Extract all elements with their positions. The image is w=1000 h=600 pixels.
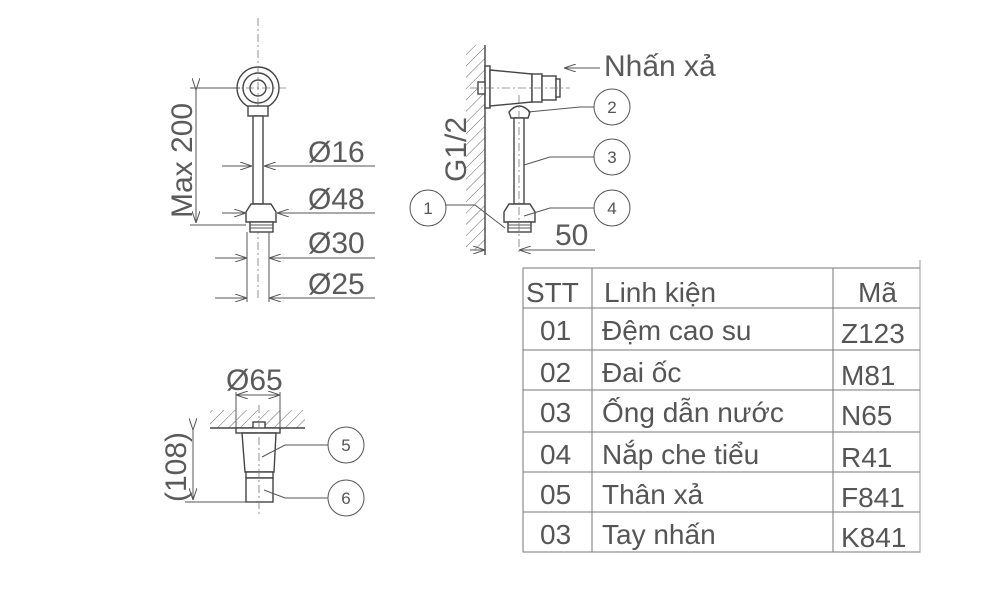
callout-5: 5 xyxy=(341,436,350,455)
row-stt: 03 xyxy=(540,397,571,428)
header-part: Linh kiện xyxy=(604,277,716,308)
dim-48: Ø48 xyxy=(308,183,365,216)
row-part: Đệm cao su xyxy=(602,315,751,346)
press-label: Nhấn xả xyxy=(604,50,716,83)
callout-3: 3 xyxy=(607,148,616,167)
row-stt: 02 xyxy=(540,357,571,388)
parts-table: STT Linh kiện Mã 01 Đệm cao su Z123 02 Đai ố… xyxy=(522,260,921,553)
callout-2: 2 xyxy=(607,98,616,117)
row-part: Ống dẫn nước xyxy=(602,396,784,428)
row-code: M81 xyxy=(841,360,895,391)
row-stt: 04 xyxy=(540,439,571,470)
row-code: N65 xyxy=(841,400,892,431)
header-code: Mã xyxy=(858,277,897,308)
offset-dim: 50 xyxy=(555,219,588,252)
side-view: Nhấn xả G1/2 50 1 2 3 4 xyxy=(409,45,716,255)
height-dim: (108) xyxy=(160,432,193,502)
row-part: Đai ốc xyxy=(602,357,681,388)
row-code: F841 xyxy=(841,482,905,513)
header-stt: STT xyxy=(526,277,579,308)
row-stt: 05 xyxy=(540,479,571,510)
callout-6: 6 xyxy=(341,489,350,508)
max-height-dim: Max 200 xyxy=(166,103,199,218)
front-view: Max 200 Ø16 Ø48 Ø30 Ø25 xyxy=(166,18,375,302)
row-code: Z123 xyxy=(841,318,905,349)
row-part: Nắp che tiểu xyxy=(602,439,759,470)
row-part: Thân xả xyxy=(602,479,704,510)
row-stt: 01 xyxy=(540,315,571,346)
row-code: K841 xyxy=(841,522,906,553)
dim-25: Ø25 xyxy=(308,268,365,301)
callout-1: 1 xyxy=(423,199,432,218)
thread-dim: G1/2 xyxy=(440,117,473,182)
callout-4: 4 xyxy=(607,199,616,218)
diameter-dim: Ø65 xyxy=(226,364,283,397)
bottom-view: Ø65 (108) 5 6 xyxy=(160,364,365,517)
dim-16: Ø16 xyxy=(308,136,365,169)
row-code: R41 xyxy=(841,442,892,473)
row-stt: 03 xyxy=(540,519,571,550)
dim-30: Ø30 xyxy=(308,227,365,260)
row-part: Tay nhấn xyxy=(602,519,716,550)
